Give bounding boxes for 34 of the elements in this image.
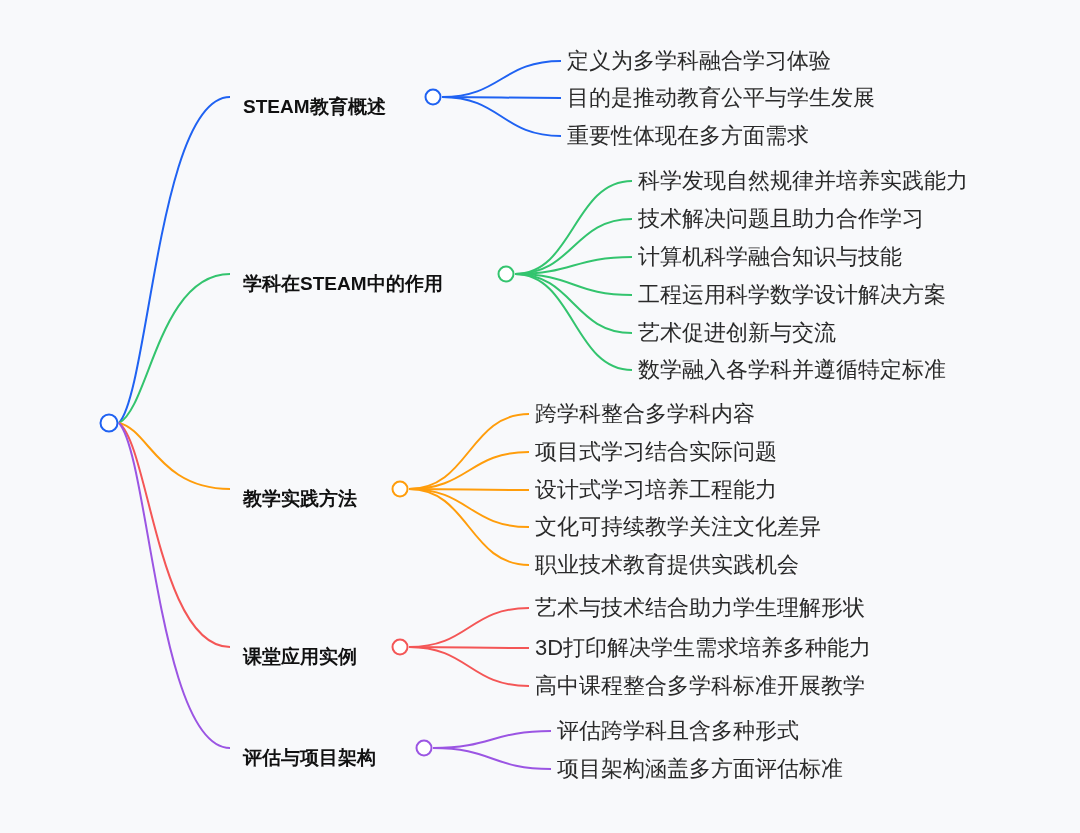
connector-line — [118, 273, 231, 424]
subtopic-text: 计算机科学融合知识与技能 — [632, 242, 902, 272]
subtopic-text: 评估跨学科且含多种形式 — [551, 716, 799, 746]
subtopic-text: 数学融入各学科并遵循特定标准 — [632, 355, 946, 385]
connector-line — [118, 422, 231, 749]
topic-title: 教学实践方法 — [243, 487, 357, 511]
connector-line — [118, 96, 231, 424]
subtopic-text: 设计式学习培养工程能力 — [529, 475, 777, 505]
connector-line — [432, 747, 552, 770]
subtopic-text: 高中课程整合多学科标准开展教学 — [529, 671, 865, 701]
subtopic-text: 项目式学习结合实际问题 — [529, 437, 777, 467]
subtopic-text: 重要性体现在多方面需求 — [561, 121, 809, 151]
subtopic-text: 工程运用科学数学设计解决方案 — [632, 280, 946, 310]
topic-title: STEAM教育概述 — [243, 95, 386, 119]
subtopic-text: 科学发现自然规律并培养实践能力 — [632, 166, 968, 196]
connector-line — [408, 646, 530, 687]
subtopic-text: 文化可持续教学关注文化差异 — [529, 512, 821, 542]
connector-line — [514, 273, 633, 371]
subtopic-text: 目的是推动教育公平与学生发展 — [561, 83, 875, 113]
connector-line — [118, 422, 231, 490]
topic-title: 学科在STEAM中的作用 — [243, 272, 443, 296]
subtopic-text: 职业技术教育提供实践机会 — [529, 550, 799, 580]
subtopic-text: 3D打印解决学生需求培养多种能力 — [529, 633, 872, 663]
subtopic-text: 定义为多学科融合学习体验 — [561, 46, 831, 76]
subtopic-text: 技术解决问题且助力合作学习 — [632, 204, 924, 234]
connector-line — [118, 422, 231, 648]
topic-title: 评估与项目架构 — [243, 746, 376, 770]
subtopic-text: 艺术促进创新与交流 — [632, 318, 836, 348]
subtopic-text: 艺术与技术结合助力学生理解形状 — [529, 593, 865, 623]
subtopic-text: 跨学科整合多学科内容 — [529, 399, 755, 429]
topic-title: 课堂应用实例 — [243, 645, 357, 669]
connector-line — [408, 488, 530, 566]
subtopic-text: 项目架构涵盖多方面评估标准 — [551, 754, 843, 784]
connector-line — [441, 96, 562, 137]
